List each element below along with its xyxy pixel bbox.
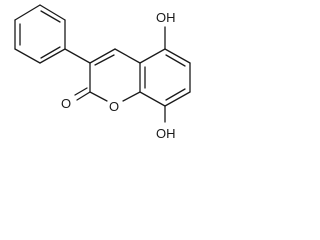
ring-oxygen-label: O [109, 99, 119, 114]
benzo-ring [139, 48, 191, 107]
double-bond-inner [165, 54, 186, 67]
bond [39, 48, 66, 64]
pyranone-ring [74, 48, 141, 102]
bond [164, 48, 191, 64]
double-bond-inner [40, 46, 61, 59]
hydroxyl-label-bottom: OH [156, 126, 176, 141]
bond [89, 91, 108, 102]
bond [164, 91, 191, 107]
bond [39, 4, 66, 21]
carbonyl-bond [76, 91, 91, 101]
chemical-structure-drawing: OH OH O O [14, 4, 191, 141]
double-bond-inner [165, 88, 186, 101]
double-bond-inner [94, 54, 115, 66]
bond [14, 48, 41, 64]
double-bond-inner [40, 10, 61, 23]
structure-canvas: OH OH O O [14, 4, 191, 141]
bond [64, 48, 91, 64]
carbonyl-oxygen-label: O [61, 96, 71, 111]
bond [139, 91, 166, 107]
carbonyl-bond [74, 87, 88, 96]
phenyl-ring [14, 4, 66, 64]
bond [14, 4, 41, 21]
bond [114, 48, 141, 64]
hydroxyl-label-top: OH [156, 10, 176, 25]
bond [89, 48, 116, 64]
bond [139, 48, 166, 64]
bond [122, 91, 141, 102]
